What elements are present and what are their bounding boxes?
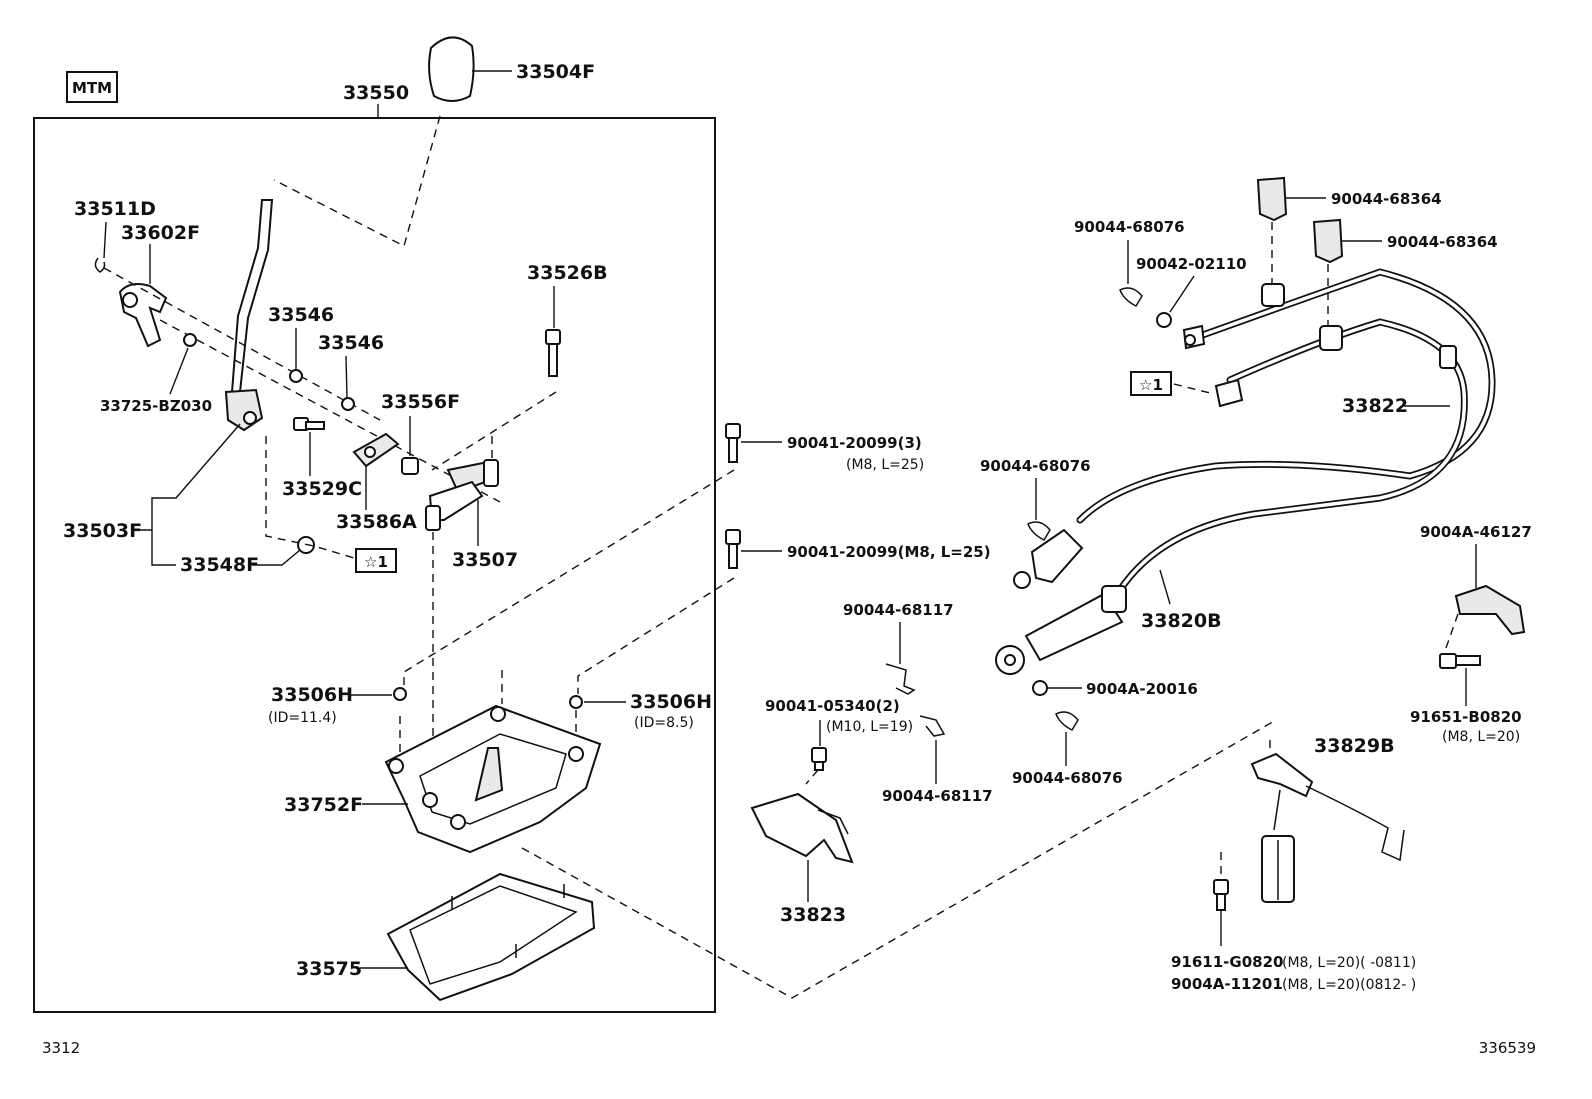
callout-33575: 33575 [296,958,362,980]
clip-90044-68364-b [1312,218,1344,264]
model-tag: MTM [66,71,118,103]
callout-33820B: 33820B [1141,610,1222,632]
callout-90041-05340: 90041-05340(2) [765,697,900,715]
washer-9004A-20016 [1032,680,1048,696]
callout-33556F: 33556F [381,391,460,413]
callout-33507: 33507 [452,549,518,571]
spec-91651-B0820: (M8, L=20) [1442,729,1520,745]
callout-91611-G0820: 91611-G0820 [1171,953,1283,971]
bolt-90041-20099-a [725,423,741,463]
callout-33752F: 33752F [284,794,363,816]
spec-91611-G0820: (M8, L=20)( -0811) [1282,955,1416,971]
callout-90044-68364-a: 90044-68364 [1331,190,1442,208]
callout-90044-68076-b: 90044-68076 [980,457,1091,475]
callout-33829B: 33829B [1314,735,1395,757]
callout-33504F: 33504F [516,61,595,83]
bush-33725 [183,333,197,347]
callout-33586A: 33586A [336,511,417,533]
shift-lever [224,199,274,432]
bolt-90041-05340 [811,747,827,771]
plate-33586A [352,432,400,468]
callout-33546-b: 33546 [318,332,384,354]
callout-90042-02110: 90042-02110 [1136,255,1247,273]
callout-91651-B0820: 91651-B0820 [1410,708,1522,726]
cable-33820B [995,528,1127,675]
gasket-33575 [386,872,596,1002]
callout-33503F: 33503F [63,520,142,542]
callout-9004A-11201: 9004A-11201 [1171,975,1283,993]
clip-90044-68076-c [1055,711,1079,731]
bolt-91651-B0820 [1439,653,1481,669]
grommet-33506H-right [569,695,583,709]
callout-90044-68117-a: 90044-68117 [843,601,954,619]
bolt-91611-G0820 [1213,879,1229,911]
callout-33822: 33822 [1342,395,1408,417]
housing-33752F [384,704,602,854]
clip-90044-68076-a [1119,287,1143,307]
clip-90044-68076-b [1027,521,1051,541]
footer-right-code: 336539 [1479,1039,1536,1057]
spec-90041-05340: (M10, L=19) [826,719,913,735]
callout-33602F: 33602F [121,222,200,244]
callout-33550: 33550 [343,82,409,104]
spec-9004A-11201: (M8, L=20)(0812- ) [1282,977,1416,993]
callout-90044-68364-b: 90044-68364 [1387,233,1498,251]
callout-33823: 33823 [780,904,846,926]
washer-90042-02110 [1156,312,1172,328]
bracket-33829B [1250,752,1405,903]
callout-33548F: 33548F [180,554,259,576]
callout-90044-68117-b: 90044-68117 [882,787,993,805]
shift-knob [428,36,512,102]
callout-33529C: 33529C [282,478,362,500]
shaft-33507 [425,459,499,531]
callout-33506H-right: 33506H [630,691,712,713]
svg-text:☆1: ☆1 [1139,376,1163,394]
grommet-33506H-left [393,687,407,701]
callout-90044-68076-c: 90044-68076 [1012,769,1123,787]
callout-33526B: 33526B [527,262,608,284]
footer-left-code: 3312 [42,1039,80,1057]
spec-90041-20099-3: (M8, L=25) [846,457,924,473]
callout-90044-68076-a: 90044-68076 [1074,218,1185,236]
callout-33511D: 33511D [74,198,156,220]
clip-33511D [94,257,106,273]
star-ref-left: ☆1 [355,548,397,573]
callout-9004A-20016: 9004A-20016 [1086,680,1198,698]
clip-9004A-46127 [1454,584,1526,636]
star-ref-right: ☆1 [1130,371,1172,396]
cable-33822 [1076,268,1496,594]
clip-90044-68364-a [1256,176,1288,222]
clip-90044-68117-a [885,663,916,695]
assembly-frame [33,117,716,1013]
callout-90041-20099-3: 90041-20099(3) [787,434,922,452]
bolt-33526B [545,329,561,377]
callout-33506H-left: 33506H [271,684,353,706]
bracket-33823 [750,792,854,864]
svg-text:☆1: ☆1 [364,553,388,571]
bracket-33602F [118,283,168,348]
callout-90041-20099-m8: 90041-20099(M8, L=25) [787,543,991,561]
callout-33725-BZ030: 33725-BZ030 [100,397,212,415]
clip-90044-68117-b [919,715,946,737]
bolt-90041-20099-b [725,529,741,569]
callout-33546-a: 33546 [268,304,334,326]
callout-9004A-46127: 9004A-46127 [1420,523,1532,541]
spec-33506H-right: (ID=8.5) [634,715,694,731]
spec-33506H-left: (ID=11.4) [268,710,337,726]
svg-text:MTM: MTM [72,79,112,97]
bush-33556F [401,457,419,475]
bolt-33529C [293,417,325,431]
